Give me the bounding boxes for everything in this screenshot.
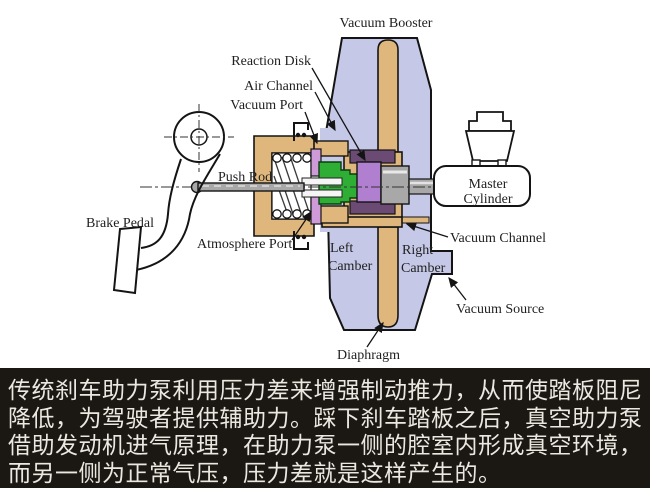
label-brake-pedal: Brake Pedal xyxy=(86,216,154,231)
arrow-vacuum-channel xyxy=(405,222,449,238)
label-vacuum-port: Vacuum Port xyxy=(230,98,303,113)
diagram-area: Vacuum Booster Reaction Disk Air Channel… xyxy=(86,16,547,363)
top-seal-dot xyxy=(295,132,301,138)
arrow-vacuum-source xyxy=(448,276,467,301)
label-left-camber: Camber xyxy=(328,259,373,274)
diaphragm-upper xyxy=(377,39,399,153)
caption-line: 传统刹车助力泵利用压力差来增强制动推力，从而使踏板阻尼 xyxy=(8,377,643,403)
master-cylinder-body xyxy=(433,165,531,207)
push-rod-fork-upper xyxy=(301,177,343,186)
label-right-camber: Camber xyxy=(401,261,446,276)
label-vacuum-source: Vacuum Source xyxy=(456,302,544,317)
brake-booster-diagram: Vacuum Booster Reaction Disk Air Channel… xyxy=(86,16,546,363)
label-vacuum-channel: Vacuum Channel xyxy=(450,231,546,246)
arrow-diaphragm xyxy=(366,321,384,348)
label-diaphragm: Diaphragm xyxy=(337,348,400,363)
label-vacuum-booster: Vacuum Booster xyxy=(340,16,433,31)
caption-line: 而另一侧为正常气压，压力差就是这样产生的。 xyxy=(8,459,502,486)
label-master-cylinder: Master xyxy=(469,177,508,192)
push-rod-fork-lower xyxy=(301,189,343,198)
caption-line: 借助发动机进气原理，在助力泵一侧的腔室内形成真空环境， xyxy=(8,432,643,458)
leader-arrows xyxy=(291,67,467,348)
label-left-camber: Left xyxy=(330,241,353,256)
arrow-reaction-disk xyxy=(311,67,366,162)
arrow-vacuum-port xyxy=(304,111,318,145)
lever-edge-right xyxy=(135,153,221,271)
label-reaction-disk: Reaction Disk xyxy=(231,54,311,69)
top-seal-dot xyxy=(301,132,307,138)
arrow-atmosphere-port xyxy=(291,210,312,241)
push-rod-group xyxy=(190,180,305,194)
bottom-seal-dot xyxy=(295,234,301,240)
top-seal-bracket xyxy=(293,122,309,141)
label-air-channel: Air Channel xyxy=(244,79,313,94)
master-cylinder-group xyxy=(433,111,531,207)
label-push-rod: Push Rod xyxy=(218,170,272,185)
valve-internals xyxy=(301,149,458,215)
label-atmosphere-port: Atmosphere Port xyxy=(197,237,292,252)
lever-edge-left xyxy=(140,158,182,249)
arrow-air-channel xyxy=(314,91,336,132)
bottom-seal-dot xyxy=(301,234,307,240)
vacuum-channel-passage xyxy=(399,216,430,224)
label-master-cylinder: Cylinder xyxy=(464,192,513,207)
push-rod xyxy=(197,182,305,192)
hub-seal-upper xyxy=(349,149,396,164)
part-labels: Vacuum Booster Reaction Disk Air Channel… xyxy=(86,16,546,363)
label-right-camber: Right xyxy=(402,243,433,258)
brake-pedal-pad xyxy=(112,225,143,295)
diaphragm-lower xyxy=(377,226,399,328)
reservoir-cap xyxy=(468,111,512,132)
bottom-seal-bracket xyxy=(293,231,309,250)
reservoir-body xyxy=(464,130,516,162)
brake-pedal-assembly xyxy=(112,104,234,295)
caption-panel: 传统刹车助力泵利用压力差来增强制动推力，从而使踏板阻尼 降低，为驾驶者提供辅助力… xyxy=(0,368,650,488)
reaction-disk xyxy=(356,161,382,203)
caption-line: 降低，为驾驶者提供辅助力。踩下刹车踏板之后，真空助力泵 xyxy=(8,404,643,431)
